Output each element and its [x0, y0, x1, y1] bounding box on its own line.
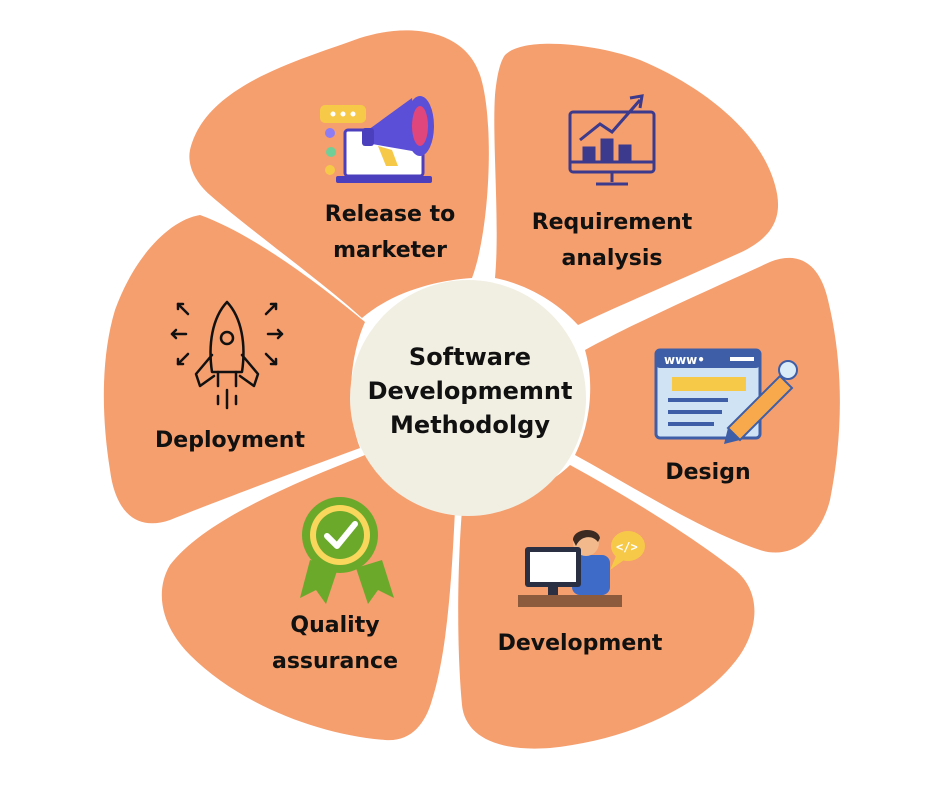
stage-label-requirement: Requirement analysis [512, 205, 712, 277]
stage-deployment-line-1: Deployment [155, 428, 305, 453]
stage-release-line-1: Release to [324, 202, 456, 227]
web-design-pencil-icon: www• [654, 348, 798, 444]
stage-design-line-1: Design [665, 460, 751, 485]
stage-requirement-line-1: Requirement [531, 210, 693, 235]
megaphone-laptop-icon [320, 96, 434, 183]
center-hub [350, 280, 586, 516]
stage-label-deployment: Deployment [140, 423, 320, 459]
stage-label-development: Development [480, 626, 680, 662]
stage-label-design: Design [648, 455, 768, 491]
growth-chart-monitor-icon [568, 94, 656, 186]
petal-requirement [494, 43, 779, 326]
svg-text:www•: www• [664, 353, 705, 367]
stage-development-line-1: Development [497, 631, 663, 656]
center-title-line-3: Methodolgy [390, 411, 550, 439]
stage-label-quality: Quality assurance [255, 608, 415, 680]
developer-coding-icon: </> [518, 529, 645, 607]
stage-requirement-line-2: analysis [561, 246, 663, 271]
petal-quality [161, 455, 455, 741]
center-title-line-1: Software [408, 343, 532, 371]
rocket-launch-icon [170, 300, 284, 410]
center-title: Software Developmemnt Methodolgy [350, 340, 590, 442]
stage-release-line-2: marketer [333, 238, 447, 263]
center-title-line-2: Developmemnt [367, 377, 573, 405]
stage-quality-line-2: assurance [271, 649, 399, 674]
stage-label-release: Release to marketer [300, 197, 480, 269]
stage-quality-line-1: Quality [290, 613, 380, 638]
svg-text:</>: </> [616, 540, 638, 554]
petal-deployment [103, 215, 365, 524]
quality-badge-icon [300, 497, 394, 604]
